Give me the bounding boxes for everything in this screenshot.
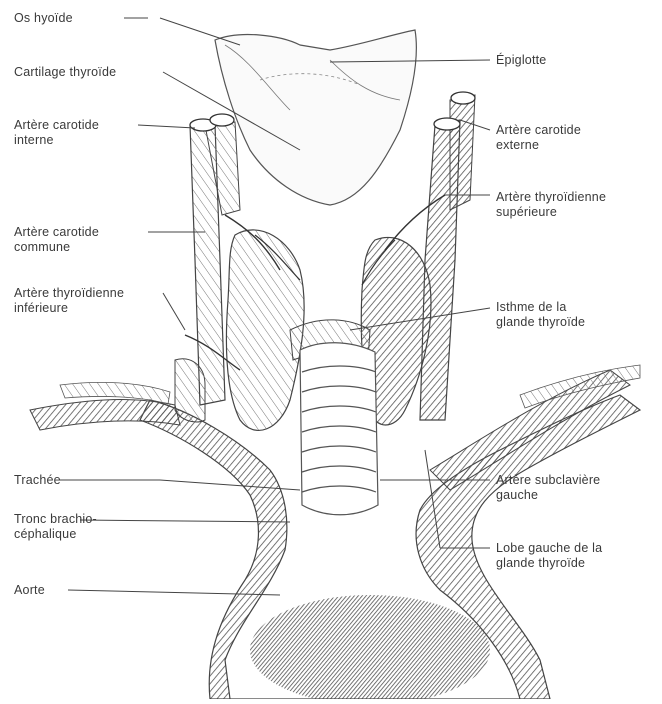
label-carotide-commune: Artère carotide commune [14,225,99,255]
label-lobe-gauche: Lobe gauche de la glande thyroïde [496,541,602,571]
label-os-hyoide: Os hyoïde [14,11,73,26]
thyroid-cartilage [215,30,416,205]
label-cartilage-thyroide: Cartilage thyroïde [14,65,116,80]
trachea [300,343,378,515]
right-carotid [420,92,475,420]
label-carotide-externe: Artère carotide externe [496,123,581,153]
label-trachee: Trachée [14,473,61,488]
label-isthme: Isthme de la glande thyroïde [496,300,585,330]
label-carotide-interne: Artère carotide interne [14,118,99,148]
label-sous-claviere: Artère subclavière gauche [496,473,600,503]
label-thyroidienne-superieure: Artère thyroïdienne supérieure [496,190,606,220]
brachiocephalic-branches [30,359,205,430]
label-thyroidienne-inferieure: Artère thyroïdienne inférieure [14,286,124,316]
subclavian-branches [430,365,640,490]
label-aorte: Aorte [14,583,45,598]
label-tronc-brachio-cephalique: Tronc brachio- céphalique [14,512,97,542]
label-epiglotte: Épiglotte [496,53,546,68]
